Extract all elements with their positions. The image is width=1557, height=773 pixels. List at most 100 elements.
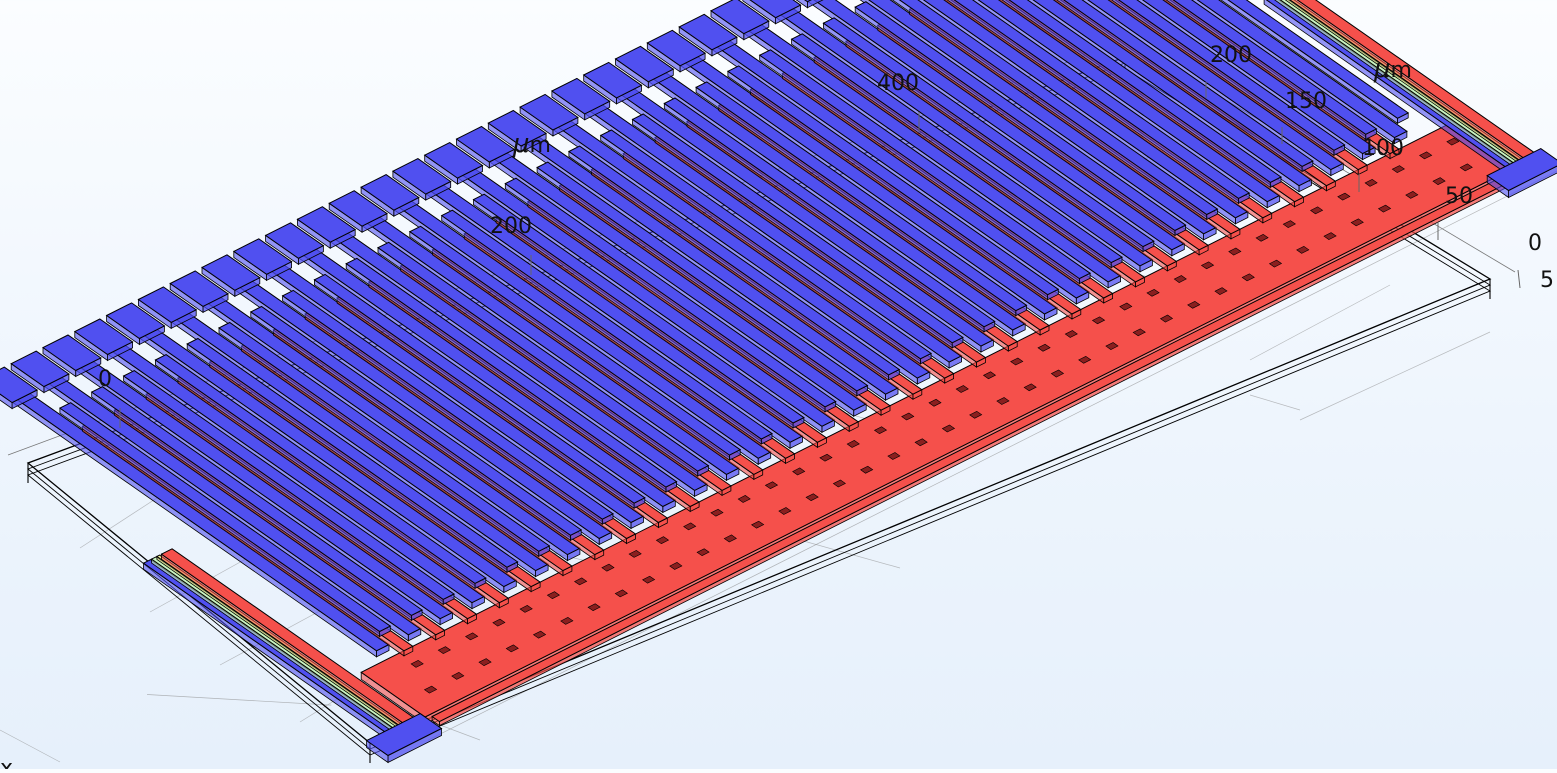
blue-finger-head-top-face bbox=[201, 254, 261, 291]
blue-inner-finger bbox=[122, 370, 455, 606]
blue-comb-finger-top-face bbox=[1087, 0, 1345, 171]
blue-finger-head bbox=[455, 125, 516, 169]
blue-inner-finger-top-face bbox=[726, 65, 1060, 296]
y-tick-label: 200 bbox=[1210, 43, 1252, 68]
y-tick-label: 0 bbox=[1528, 231, 1542, 256]
blue-finger-head bbox=[582, 61, 643, 105]
blue-finger-head bbox=[710, 0, 770, 41]
anchor-hole bbox=[1091, 316, 1106, 325]
axis-triad-label: x bbox=[0, 756, 13, 769]
anchor-hole bbox=[1037, 343, 1051, 352]
blue-inner-finger-top-face bbox=[377, 241, 710, 472]
blue-inner-finger-top-face bbox=[313, 273, 646, 504]
blue-finger-head bbox=[42, 334, 102, 378]
blue-inner-finger-top-face bbox=[758, 49, 1092, 280]
anchor-hole bbox=[587, 603, 601, 612]
y-tick-label: 100 bbox=[1362, 136, 1404, 161]
anchor-hole bbox=[451, 672, 465, 680]
blue-inner-finger bbox=[218, 321, 551, 558]
blue-finger-head bbox=[360, 174, 420, 217]
blue-finger-head-top-face bbox=[264, 222, 325, 259]
blue-finger-head-top-face bbox=[646, 29, 707, 67]
grid-line bbox=[147, 694, 332, 706]
blue-inner-finger bbox=[440, 209, 773, 445]
blue-inner-finger bbox=[790, 33, 1123, 269]
blue-inner-finger-top-face bbox=[567, 145, 901, 376]
z-axis: 5 bbox=[1517, 268, 1554, 293]
anchor-hole bbox=[1364, 178, 1378, 187]
anchor-hole bbox=[873, 426, 888, 435]
anchor-hole bbox=[669, 562, 683, 570]
anchor-hole bbox=[1255, 233, 1269, 242]
blue-finger-head-top-face bbox=[105, 302, 166, 340]
anchor-hole bbox=[1228, 247, 1242, 256]
anchor-hole bbox=[1146, 288, 1160, 297]
anchor-hole bbox=[519, 605, 533, 613]
blue-inner-finger bbox=[58, 402, 392, 638]
blue-inner-finger-top-face bbox=[790, 33, 1123, 264]
anchor-hole bbox=[696, 548, 710, 557]
anchor-hole bbox=[928, 398, 942, 407]
anchor-hole bbox=[1187, 300, 1201, 309]
blue-finger-head-top-face bbox=[455, 125, 516, 163]
blue-inner-finger bbox=[946, 0, 1251, 205]
blue-inner-finger-top-face bbox=[504, 177, 837, 408]
blue-inner-finger bbox=[567, 145, 901, 381]
blue-inner-finger-top-face bbox=[822, 17, 1155, 248]
anchor-hole bbox=[982, 371, 997, 380]
blue-finger-head bbox=[0, 366, 39, 410]
blue-inner-finger bbox=[758, 49, 1092, 285]
anchor-hole bbox=[792, 467, 806, 476]
anchor-hole bbox=[1432, 177, 1446, 186]
blue-inner-finger-top-face bbox=[536, 161, 869, 392]
blue-finger-head-top-face bbox=[519, 93, 579, 131]
anchor-hole bbox=[1010, 357, 1024, 366]
blue-inner-finger bbox=[891, 0, 1219, 221]
anchor-hole bbox=[614, 589, 628, 598]
blue-inner-finger-top-face bbox=[599, 129, 933, 360]
blue-finger-head-side-face bbox=[0, 393, 13, 410]
blue-finger-head-top-face bbox=[804, 0, 812, 3]
y-axis-unit: μm bbox=[1373, 54, 1412, 84]
x-axis-unit: μm bbox=[512, 129, 551, 159]
anchor-hole bbox=[423, 685, 438, 694]
anchor-hole bbox=[437, 646, 451, 654]
blue-finger-head-side-face bbox=[795, 0, 808, 9]
anchor-hole bbox=[1446, 137, 1460, 146]
blue-finger-head-top-face bbox=[10, 350, 70, 388]
blue-comb-finger bbox=[0, 375, 390, 658]
grid-line bbox=[427, 170, 1557, 741]
blue-finger-head bbox=[296, 206, 357, 249]
blue-inner-finger bbox=[472, 193, 805, 429]
grid-line bbox=[1249, 284, 1391, 361]
anchor-hole bbox=[805, 493, 819, 502]
blue-finger-head bbox=[264, 222, 325, 266]
blue-inner-finger bbox=[1165, 0, 1378, 141]
blue-inner-finger-top-face bbox=[898, 0, 1219, 216]
blue-finger-head-top-face bbox=[42, 334, 102, 372]
anchor-hole bbox=[723, 534, 737, 543]
blue-inner-finger bbox=[599, 129, 933, 365]
blue-finger-head-top-face bbox=[169, 270, 229, 307]
blue-inner-finger-top-face bbox=[249, 305, 583, 536]
anchor-hole bbox=[465, 632, 479, 641]
blue-inner-finger-top-face bbox=[186, 337, 519, 568]
anchor-hole bbox=[710, 508, 724, 517]
x-unit-symbol: μ bbox=[512, 129, 530, 159]
y-tick-label: 50 bbox=[1445, 184, 1473, 209]
anchor-hole bbox=[1173, 275, 1187, 283]
anchor-hole bbox=[955, 385, 969, 393]
anchor-hole bbox=[860, 465, 874, 474]
blue-inner-finger bbox=[726, 65, 1060, 301]
blue-inner-finger bbox=[504, 177, 837, 413]
blue-comb-finger-top-face bbox=[922, 0, 1249, 219]
blue-finger-head-top-face bbox=[487, 109, 548, 147]
blue-finger-head bbox=[201, 254, 261, 298]
blue-inner-finger bbox=[408, 225, 742, 461]
anchor-hole bbox=[1323, 232, 1337, 240]
x-tick-label: 200 bbox=[490, 214, 532, 239]
blue-finger-head bbox=[487, 109, 548, 153]
blue-inner-finger bbox=[663, 97, 996, 333]
